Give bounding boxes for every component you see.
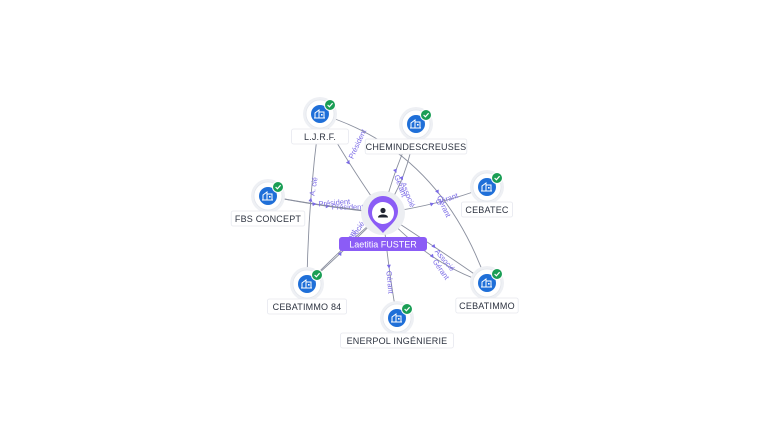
company-name: L.J.R.F. <box>304 132 336 142</box>
company-node-chemindescreuses[interactable]: CHEMINDESCREUSES <box>364 107 468 155</box>
verified-check-icon <box>272 181 284 193</box>
edge-label: Président <box>318 197 351 209</box>
verified-check-icon <box>311 269 323 281</box>
building-icon <box>301 279 312 289</box>
edge-arrow <box>435 189 439 194</box>
verified-check-icon <box>491 268 503 280</box>
edge-arrow <box>345 159 350 165</box>
company-name: CEBATEC <box>465 205 509 215</box>
company-node-cebatimmo84[interactable]: CEBATIMMO 84 <box>266 267 347 315</box>
edge-arrow <box>431 243 436 249</box>
building-icon <box>481 182 492 192</box>
edge-arrow <box>312 202 317 207</box>
edge-label: Président <box>332 202 365 211</box>
edge-arrow <box>393 168 397 174</box>
building-icon <box>391 313 402 323</box>
company-name: CHEMINDESCREUSES <box>366 142 467 152</box>
node-label-box <box>266 298 347 315</box>
company-name: CEBATIMMO <box>459 301 515 311</box>
company-node-ljrf[interactable]: L.J.R.F. <box>291 97 349 145</box>
building-icon <box>410 119 421 129</box>
person-node-center[interactable]: Laetitia FUSTER <box>339 191 427 251</box>
edge-arrow <box>337 251 342 256</box>
person-name: Laetitia FUSTER <box>349 240 417 250</box>
edge-line <box>319 113 488 284</box>
verified-check-icon <box>420 109 432 121</box>
center-label-box <box>339 237 427 251</box>
person-icon <box>378 207 388 218</box>
edge-arrow <box>386 264 391 269</box>
edge-label: A. cié <box>308 176 320 196</box>
building-icon <box>262 191 273 201</box>
node-label-box <box>460 201 513 218</box>
node-label-box <box>364 138 468 155</box>
company-node-cebatec[interactable]: CEBATEC <box>460 170 513 218</box>
node-label-box <box>230 210 306 227</box>
building-icon <box>481 278 492 288</box>
verified-check-icon <box>401 303 413 315</box>
edge-label: Gérant <box>384 270 395 295</box>
verified-check-icon <box>491 172 503 184</box>
edge-arrow <box>429 253 434 259</box>
company-name: CEBATIMMO 84 <box>273 302 342 312</box>
company-name: FBS CONCEPT <box>235 214 302 224</box>
node-label-box <box>340 332 454 349</box>
node-label-box <box>291 128 349 145</box>
nodes-layer: L.J.R.F. CHEMINDESCREUSES CEBATEC CEBATIMMO… <box>230 97 519 349</box>
building-icon <box>314 109 325 119</box>
edge-arrow <box>399 176 404 181</box>
verified-check-icon <box>324 99 336 111</box>
edge-arrow <box>308 197 313 202</box>
company-node-cebatimmo[interactable]: CEBATIMMO <box>455 266 519 314</box>
company-name: ENERPOL INGÉNIERIE <box>347 336 448 346</box>
company-node-fbs[interactable]: FBS CONCEPT <box>230 179 306 227</box>
node-label-box <box>455 297 519 314</box>
company-node-enerpol[interactable]: ENERPOL INGÉNIERIE <box>340 301 454 349</box>
edge-arrow <box>429 202 435 207</box>
